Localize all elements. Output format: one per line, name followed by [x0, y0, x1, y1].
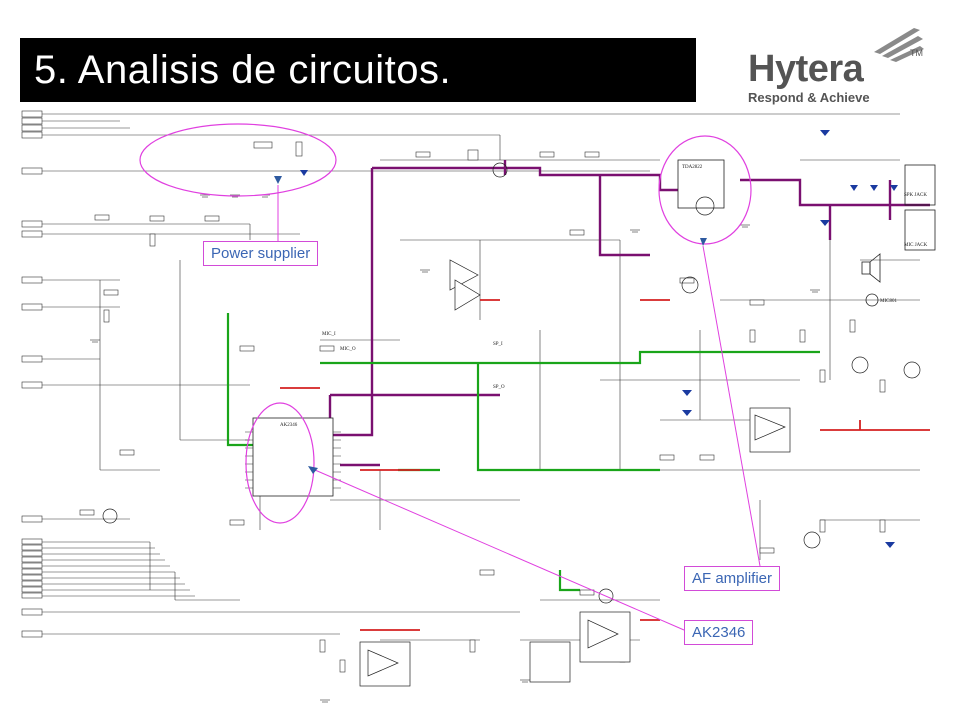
- mic-o-label: MIC_O: [340, 347, 356, 352]
- ic-ak2346-label: AK2346: [280, 423, 298, 428]
- logo-brand: Hytera: [748, 48, 864, 90]
- mic-jack-label: MIC JACK: [904, 243, 928, 248]
- mic-i-label: MIC_I: [322, 332, 336, 337]
- af-amplifier-callout: AF amplifier: [684, 566, 781, 591]
- callout-leaders: [274, 176, 761, 631]
- mic-unit-label: MIC801: [880, 299, 897, 304]
- ak2346-callout: AK2346: [684, 620, 754, 645]
- left-connectors: [21, 110, 43, 638]
- sp-o-label: SP_O: [493, 385, 505, 390]
- sp-i-label: SP_I: [493, 342, 503, 347]
- ic-ak2346: AK2346: [245, 417, 341, 497]
- other-ics: [359, 259, 791, 687]
- slide-title: 5. Analisis de circuitos.: [34, 48, 452, 92]
- circuit-schematic: AK2346 TDA2822: [21, 110, 936, 703]
- logo-trademark: TM: [910, 48, 923, 58]
- hytera-logo: Hytera TM Respond & Achieve: [740, 22, 940, 108]
- ic-tda2822: TDA2822: [677, 159, 725, 209]
- logo-tagline: Respond & Achieve: [748, 90, 870, 105]
- diodes: [300, 130, 898, 548]
- power-supplier-callout: Power supplier: [203, 241, 319, 266]
- thin-wires: [22, 113, 920, 641]
- red-wires: [280, 299, 930, 631]
- components: [79, 141, 886, 673]
- title-bar: 5. Analisis de circuitos.: [20, 38, 696, 102]
- jacks: [861, 164, 936, 307]
- transistors: [102, 162, 921, 604]
- spk-jack-label: SPK JACK: [904, 193, 927, 198]
- purple-wires: [300, 160, 930, 467]
- highlight-ellipses: [139, 123, 752, 524]
- wings-icon: [874, 28, 924, 62]
- ic-tda2822-label: TDA2822: [682, 165, 703, 170]
- ground-symbols: [90, 194, 820, 703]
